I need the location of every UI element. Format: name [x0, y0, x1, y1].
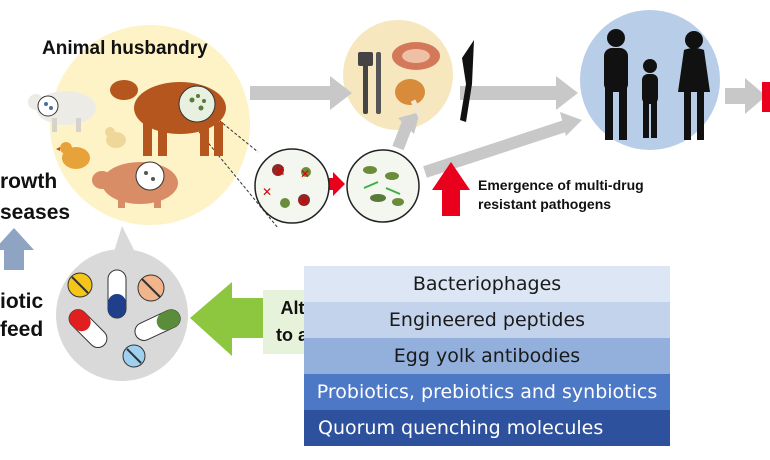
family-icon	[604, 29, 710, 140]
alternative-engineered-peptides: Engineered peptides	[304, 302, 670, 338]
fork-icon	[358, 52, 373, 114]
resistance-label-line1: Emergence of multi-drug	[478, 177, 644, 193]
alternative-quorum-quenching: Quorum quenching molecules	[304, 410, 670, 446]
pills-icon	[67, 269, 181, 368]
small-chicken-icon	[105, 127, 126, 148]
left-label-line3: iotic	[0, 290, 44, 313]
food-circle	[343, 20, 453, 130]
resistance-label-line2: resistant pathogens	[478, 196, 612, 212]
svg-text:✕: ✕	[262, 185, 272, 199]
red-small-arrow	[325, 172, 345, 196]
red-up-arrow	[432, 162, 470, 216]
pig-icon	[92, 161, 178, 208]
title-animal-husbandry: Animal husbandry	[42, 38, 208, 59]
left-label-line4: feed	[0, 318, 44, 341]
chicken-icon	[56, 142, 90, 169]
farm-to-food-arrow	[250, 76, 352, 110]
bacteria-killed-view: ✕ ✕ ✕ ✕	[254, 148, 330, 224]
left-label-line1: rowth	[0, 170, 58, 193]
food-to-family-arrow	[460, 76, 578, 110]
left-label-line2: seases	[0, 201, 71, 224]
svg-text:✕: ✕	[300, 167, 310, 181]
svg-text:✕: ✕	[274, 164, 286, 180]
cow-icon	[110, 80, 226, 156]
alternative-bacteriophages: Bacteriophages	[304, 266, 670, 302]
svg-text:✕: ✕	[298, 194, 310, 210]
alternative-egg-yolk-antibodies: Egg yolk antibodies	[304, 338, 670, 374]
alternative-probiotics: Probiotics, prebiotics and synbiotics	[304, 374, 670, 410]
knife-icon	[376, 52, 381, 114]
drumstick-icon	[395, 79, 425, 118]
pathogen-to-food-arrow	[392, 112, 420, 151]
pathogen-to-family-arrow	[423, 112, 582, 178]
sheep-icon	[28, 91, 96, 132]
bacteria-resistant-view	[346, 149, 420, 223]
blue-up-arrow	[0, 228, 34, 270]
family-right-arrow	[725, 78, 766, 114]
steak-icon	[392, 42, 440, 70]
cutlery-knife-icon	[460, 40, 474, 122]
red-edge-arrow	[762, 82, 770, 112]
